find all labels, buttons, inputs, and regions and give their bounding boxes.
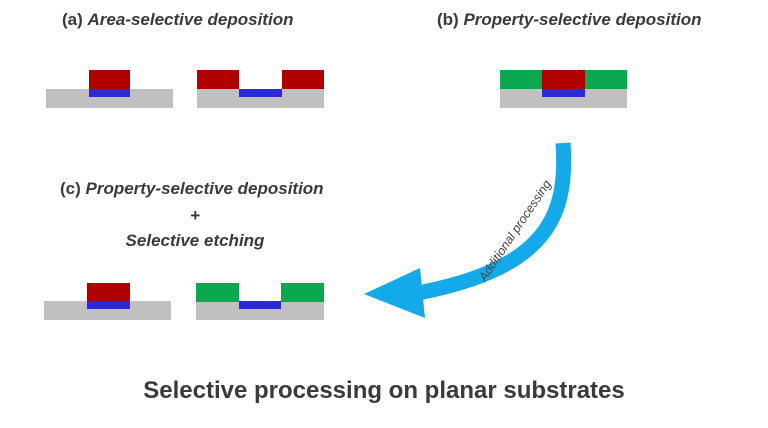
label-a-prefix: (a) (62, 10, 88, 29)
red-layer-c1 (87, 283, 130, 302)
green-layer-b-right (585, 70, 627, 89)
substrate-c1 (44, 301, 171, 320)
substrate-a2 (197, 89, 324, 108)
curved-arrow-shaft (416, 142, 572, 301)
label-c-prefix: (c) (60, 179, 86, 198)
blue-pattern-c2 (239, 301, 281, 309)
label-c-line3: Selective etching (125, 231, 265, 250)
blue-pattern-a2 (239, 89, 282, 97)
substrate-b (500, 89, 627, 108)
substrate-c2 (196, 301, 324, 320)
red-layer-a2-right (282, 70, 324, 89)
label-c-plus: + (190, 206, 200, 225)
green-layer-c2-right (281, 283, 324, 302)
red-layer-b (542, 70, 585, 89)
label-c-text: Property-selective deposition (85, 179, 324, 198)
label-b: (b) Property-selective deposition (437, 10, 702, 30)
red-layer-a1 (89, 70, 130, 89)
label-c: (c) Property-selective deposition (60, 179, 324, 199)
blue-pattern-a1 (89, 89, 130, 97)
label-a-text: Area-selective deposition (87, 10, 294, 29)
blue-pattern-c1 (87, 301, 130, 309)
curved-arrow-head (364, 268, 425, 318)
label-b-text: Property-selective deposition (463, 10, 702, 29)
red-layer-a2-left (197, 70, 239, 89)
label-a: (a) Area-selective deposition (62, 10, 293, 30)
green-layer-b-left (500, 70, 542, 89)
page-title: Selective processing on planar substrate… (143, 377, 625, 404)
blue-pattern-b (542, 89, 585, 97)
substrate-a1 (46, 89, 173, 108)
label-b-prefix: (b) (437, 10, 464, 29)
green-layer-c2-left (196, 283, 239, 302)
